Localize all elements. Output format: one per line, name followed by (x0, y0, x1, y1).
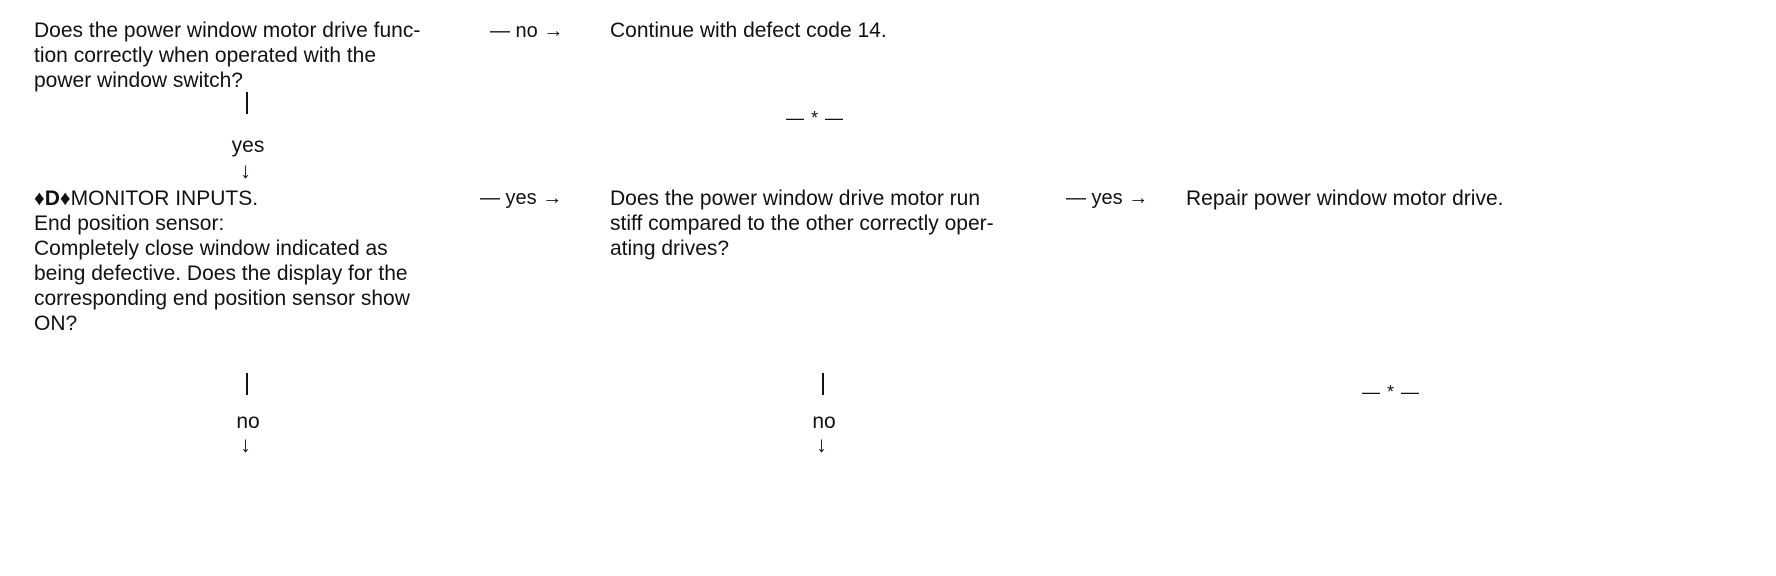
diamond-marker: ♦D♦ (34, 187, 71, 210)
step2-title: MONITOR INPUTS. (70, 187, 259, 210)
step1-question-line: power window switch? (34, 69, 243, 92)
step1-question: Does the power window motor drive func- … (34, 18, 420, 93)
end-separator: — * — (1362, 382, 1421, 402)
step1-yes-label: yes (231, 134, 265, 157)
step2-line: corresponding end position sensor show (34, 287, 410, 310)
step2-line: being defective. Does the display for th… (34, 262, 408, 285)
step2-line: ON? (34, 312, 78, 335)
step1-question-line: tion correctly when operated with the (34, 44, 377, 67)
step2-block: ♦D♦MONITOR INPUTS. End position sensor: … (34, 186, 410, 336)
step3-yes-result: Repair power window motor drive. (1186, 187, 1504, 210)
step3-no-label: no (812, 410, 836, 433)
step2-line: End position sensor: (34, 212, 225, 235)
step1-no-result: Continue with defect code 14. (610, 18, 887, 43)
step1-no-result-text: Continue with defect code 14. (610, 19, 887, 42)
step2-yes-connector: — yes → (480, 187, 563, 209)
step2-heading: ♦D♦MONITOR INPUTS. (34, 186, 410, 211)
step3-question-line: stiff compared to the other correctly op… (610, 212, 994, 235)
end-separator: — * — (786, 108, 845, 128)
down-arrow-icon: ↓ (240, 158, 251, 183)
step3-yes-connector: — yes → (1066, 187, 1149, 209)
step3-question-line: ating drives? (610, 237, 730, 260)
step3-question-line: Does the power window drive motor run (610, 187, 981, 210)
step2-no-label: no (236, 410, 260, 433)
step2-line: Completely close window indicated as (34, 237, 388, 260)
step1-question-line: Does the power window motor drive func- (34, 19, 421, 42)
step1-no-connector: — no → (490, 20, 564, 42)
flow-line (822, 373, 824, 395)
down-arrow-icon: ↓ (240, 432, 251, 457)
step3-question: Does the power window drive motor run st… (610, 186, 994, 261)
flow-line (246, 92, 248, 114)
flow-line (246, 373, 248, 395)
down-arrow-icon: ↓ (816, 432, 827, 457)
